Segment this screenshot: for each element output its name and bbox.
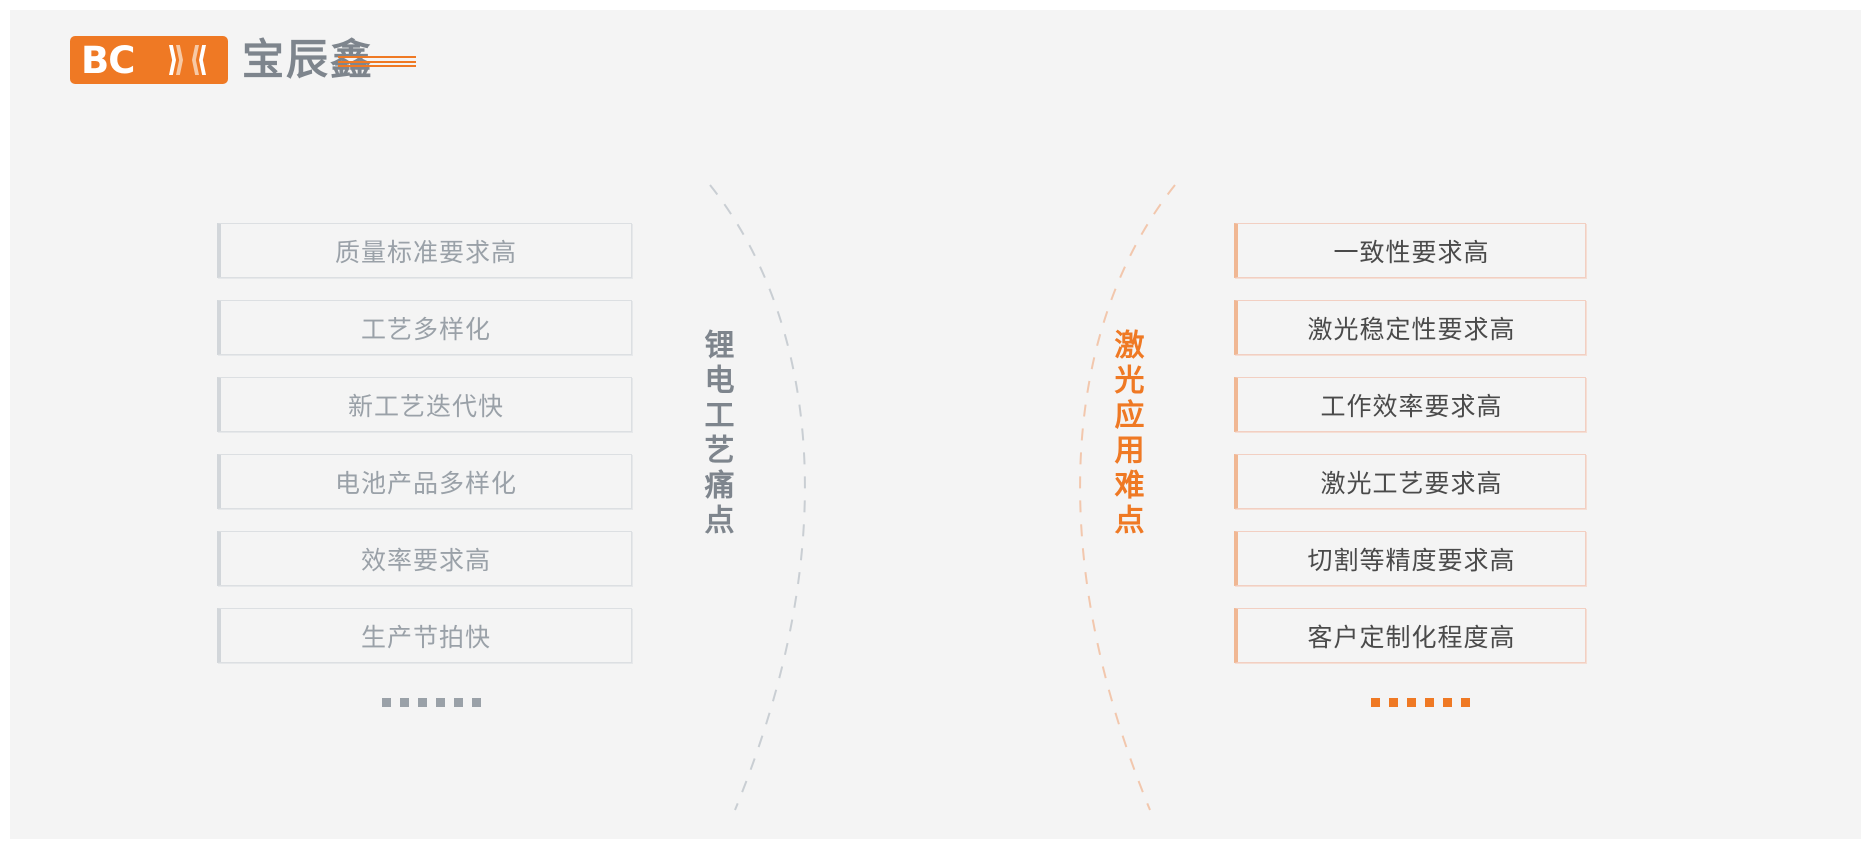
list-item[interactable]: 工艺多样化 xyxy=(217,300,632,355)
list-item[interactable]: 切割等精度要求高 xyxy=(1234,531,1586,586)
list-item[interactable]: 客户定制化程度高 xyxy=(1234,608,1586,663)
list-item[interactable]: 新工艺迭代快 xyxy=(217,377,632,432)
logo-mark-text: BC xyxy=(81,38,135,82)
logo-company-name-text: 宝辰鑫 xyxy=(242,35,375,84)
right-panel-title: 激光应用难点 xyxy=(1108,329,1144,539)
decorative-arcs xyxy=(709,184,1176,811)
dashed-arc-orange xyxy=(1079,184,1176,811)
brand-logo: BC 宝辰鑫 xyxy=(70,35,416,84)
list-item[interactable]: 生产节拍快 xyxy=(217,608,632,663)
logo-mark: BC xyxy=(70,36,228,84)
list-item[interactable]: 电池产品多样化 xyxy=(217,454,632,509)
dashed-arc-gray xyxy=(709,184,806,811)
right-ellipsis xyxy=(1371,698,1470,707)
list-item[interactable]: 质量标准要求高 xyxy=(217,223,632,278)
left-panel-title: 锂电工艺痛点 xyxy=(698,329,734,539)
list-item[interactable]: 激光稳定性要求高 xyxy=(1234,300,1586,355)
list-item[interactable]: 工作效率要求高 xyxy=(1234,377,1586,432)
left-ellipsis xyxy=(382,698,481,707)
list-item[interactable]: 激光工艺要求高 xyxy=(1234,454,1586,509)
list-item[interactable]: 一致性要求高 xyxy=(1234,223,1586,278)
list-item[interactable]: 效率要求高 xyxy=(217,531,632,586)
